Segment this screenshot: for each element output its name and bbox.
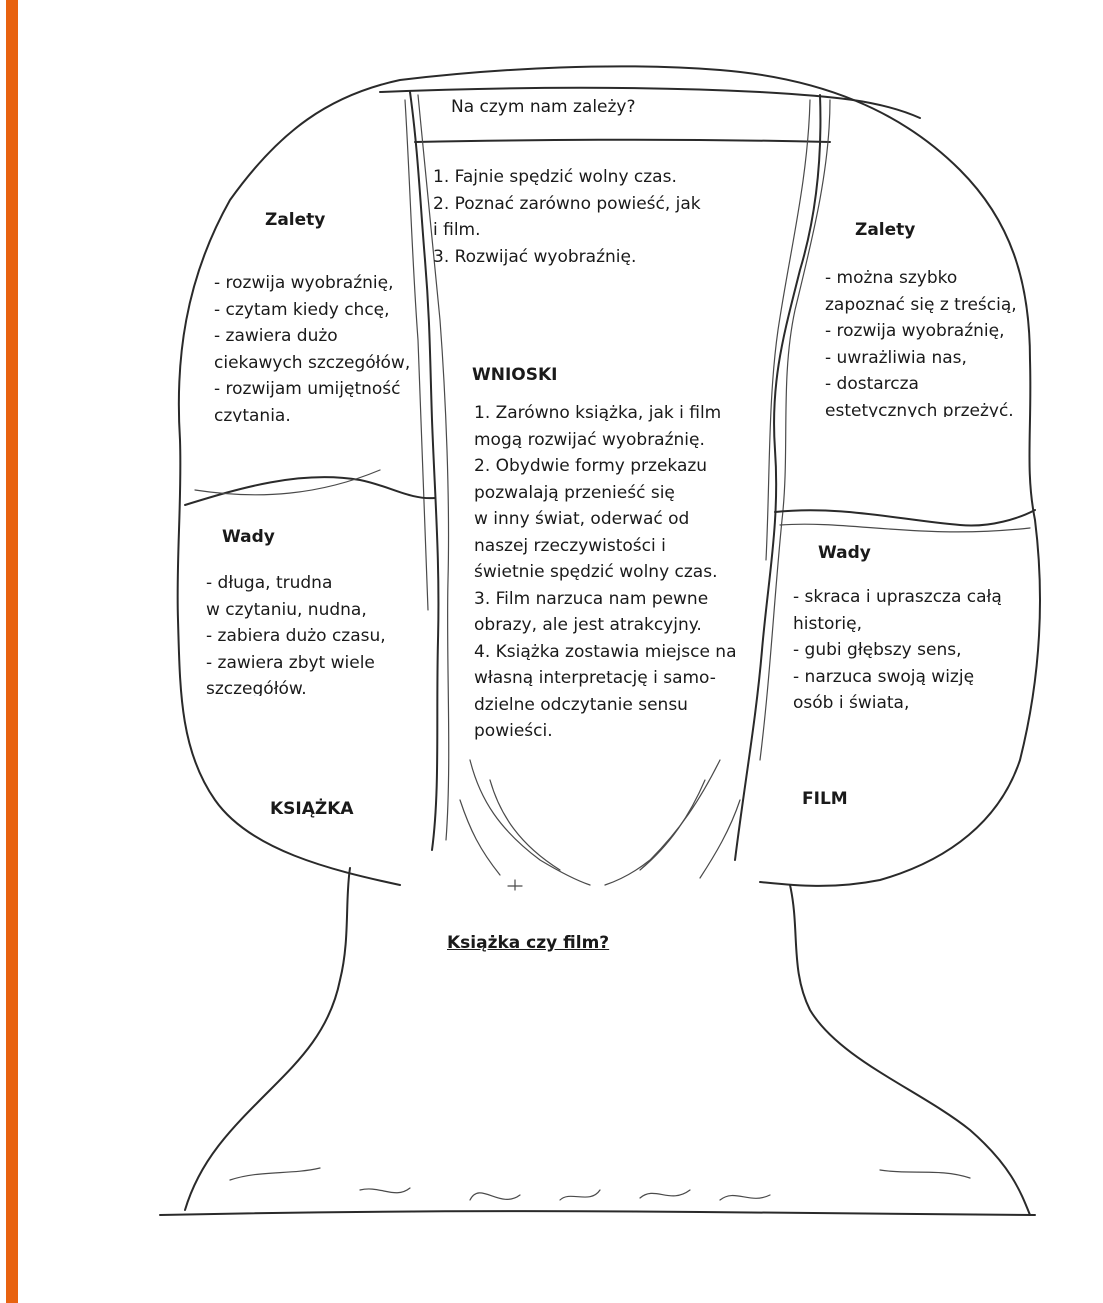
conclusion-line: naszej rzeczywistości i — [474, 535, 666, 556]
film-cons-line: - narzuca swoją wizję — [793, 666, 975, 687]
film-pros-list: - można szybko zapoznać się z treścią, -… — [825, 265, 1017, 417]
conclusion-line: własną interpretację i samo- — [474, 668, 716, 688]
goal-line: 1. Fajnie spędzić wolny czas. — [433, 167, 677, 187]
subject-title: Książka czy film? — [447, 933, 610, 953]
goal-line: 2. Poznać zarówno powieść, jak — [433, 193, 701, 214]
book-pros-line: ciekawych szczegółów, — [214, 352, 411, 373]
book-cons-line: szczegółów. — [206, 679, 307, 696]
film-cons-line: - skraca i upraszcza całą — [793, 587, 1002, 607]
conclusion-line: 3. Film narzuca nam pewne — [474, 588, 709, 609]
right-divider — [734, 94, 822, 861]
left-divider — [409, 91, 440, 851]
film-pros-title: Zalety — [855, 220, 916, 240]
film-cons-list: - skraca i upraszcza całą historię, - gu… — [793, 584, 1002, 717]
film-pros-line: zapoznać się z treścią, — [825, 294, 1017, 315]
film-pros-line: estetycznych przeżyć. — [825, 400, 1014, 418]
head-outline — [176, 65, 1041, 887]
film-label: FILM — [802, 789, 848, 809]
film-pros-line: - rozwija wyobraźnię, — [825, 321, 1005, 341]
book-pros-list: - rozwija wyobraźnię, - czytam kiedy chc… — [214, 270, 410, 422]
conclusion-line: powieści. — [474, 721, 553, 741]
film-cons-line: historię, — [793, 613, 862, 634]
book-pros-line: - czytam kiedy chcę, — [214, 299, 390, 320]
book-cons-line: - zawiera zbyt wiele — [206, 652, 375, 673]
book-pros-line: - rozwija wyobraźnię, — [214, 273, 394, 293]
conclusion-line: 4. Książka zostawia miejsce na — [474, 641, 737, 662]
film-pros-line: - dostarcza — [825, 374, 919, 394]
goal-line: i film. — [433, 220, 481, 240]
conclusions-list: 1. Zarówno książka, jak i film mogą rozw… — [474, 400, 737, 745]
conclusion-line: 2. Obydwie formy przekazu — [474, 456, 708, 476]
conclusion-line: dzielne odczytanie sensu — [474, 694, 688, 715]
book-pros-title: Zalety — [265, 210, 326, 230]
book-cons-line: - zabiera dużo czasu, — [206, 626, 386, 646]
goals-list: 1. Fajnie spędzić wolny czas. 2. Poznać … — [433, 164, 701, 270]
top-band-upper — [379, 86, 921, 119]
book-pros-line: czytania. — [214, 405, 291, 423]
conclusion-line: 1. Zarówno książka, jak i film — [474, 403, 722, 423]
book-pros-line: - rozwijam umijętność — [214, 379, 401, 399]
film-cons-title: Wady — [818, 543, 871, 563]
conclusion-line: mogą rozwijać wyobraźnię. — [474, 429, 705, 450]
book-pros-line: - zawiera dużo — [214, 326, 338, 346]
left-split — [184, 476, 436, 506]
goal-line: 3. Rozwijać wyobraźnię. — [433, 246, 637, 267]
film-pros-line: - można szybko — [825, 268, 958, 288]
film-cons-line: osób i świata, — [793, 693, 910, 713]
conclusion-line: pozwalają przenieść się — [474, 482, 675, 503]
neck-right — [789, 884, 1031, 1216]
book-cons-title: Wady — [222, 527, 275, 547]
neck-left — [184, 867, 351, 1211]
right-split — [774, 509, 1036, 527]
book-cons-line: - długa, trudna — [206, 573, 333, 593]
book-cons-list: - długa, trudna w czytaniu, nudna, - zab… — [206, 570, 386, 696]
book-cons-line: w czytaniu, nudna, — [206, 599, 367, 620]
conclusion-line: świetnie spędzić wolny czas. — [474, 562, 718, 582]
conclusion-line: w inny świat, oderwać od — [474, 509, 690, 529]
film-pros-line: - uwrażliwia nas, — [825, 347, 967, 368]
accent-bar — [6, 0, 18, 1303]
question-text: Na czym nam zależy? — [451, 97, 636, 117]
top-band-lower — [414, 138, 831, 143]
conclusion-line: obrazy, ale jest atrakcyjny. — [474, 615, 702, 635]
shoulder-base — [159, 1210, 1036, 1216]
book-label: KSIĄŻKA — [270, 799, 354, 819]
film-cons-line: - gubi głębszy sens, — [793, 640, 962, 660]
conclusions-title: WNIOSKI — [472, 365, 558, 385]
